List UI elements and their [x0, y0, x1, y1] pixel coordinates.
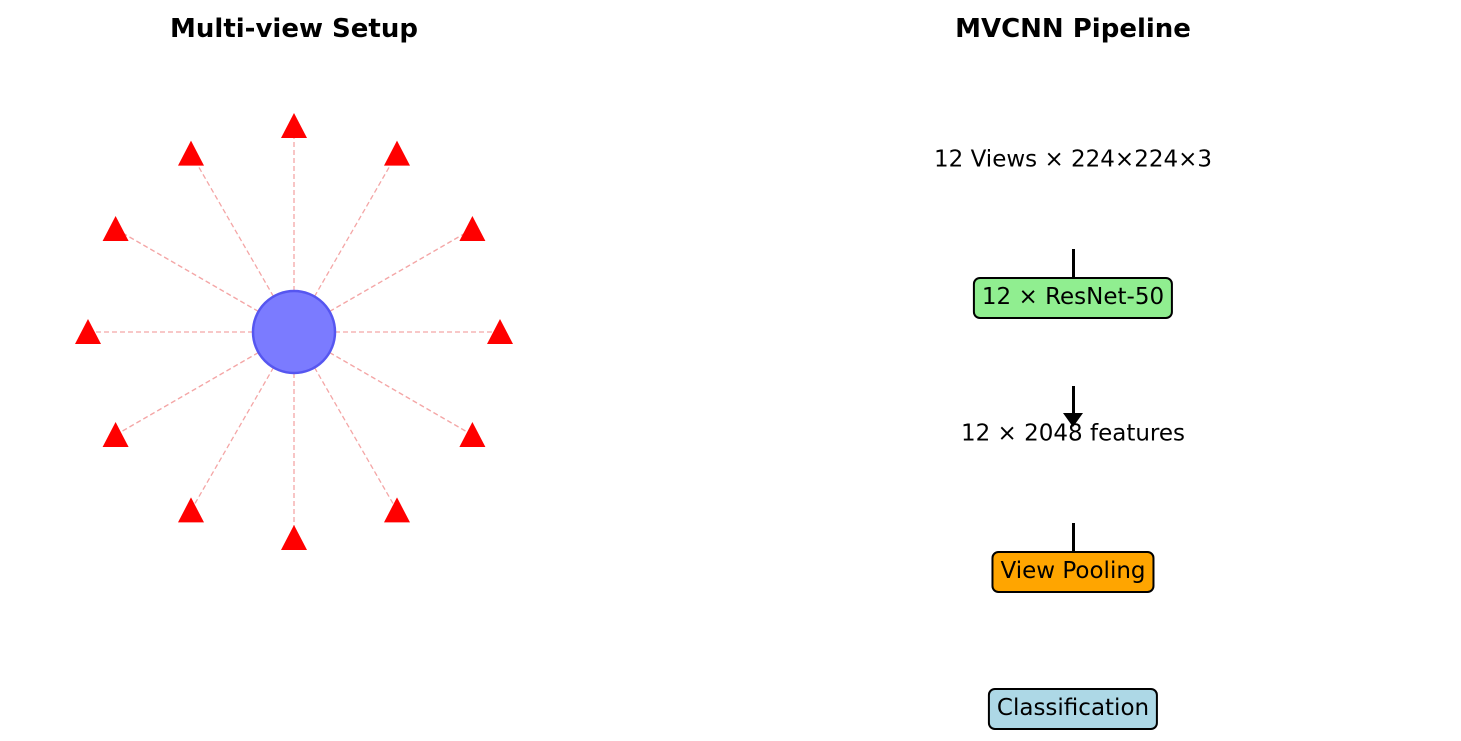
camera-triangle-icon [487, 319, 513, 344]
multiview-setup-title: Multi-view Setup [170, 14, 418, 44]
arrow-down-icon [1063, 386, 1083, 428]
camera-triangle-icon [102, 422, 129, 447]
camera-triangle-icon [178, 497, 204, 523]
arrow-down-icon [1063, 523, 1083, 553]
camera-triangle-icon [102, 216, 129, 241]
camera-triangle-icon [75, 319, 101, 344]
object-sphere [251, 289, 337, 375]
stage-view-pooling-box: View Pooling [991, 551, 1155, 593]
arrow-down-icon [1063, 249, 1083, 279]
stage-input-views: 12 Views × 224×224×3 [933, 146, 1213, 173]
camera-triangle-icon [281, 113, 307, 138]
camera-triangle-icon [281, 525, 307, 550]
camera-triangle-icon [384, 140, 410, 166]
mvcnn-pipeline-title: MVCNN Pipeline [955, 14, 1191, 44]
camera-triangle-icon [384, 497, 410, 523]
stage-resnet-box: 12 × ResNet-50 [972, 277, 1174, 319]
multiview-setup-diagram [75, 113, 513, 550]
camera-triangle-icon [459, 216, 486, 241]
camera-triangle-icon [178, 140, 204, 166]
stage-features: 12 × 2048 features [960, 420, 1186, 447]
stage-classification-box: Classification [987, 688, 1159, 730]
camera-positions [75, 113, 513, 550]
camera-triangle-icon [459, 422, 486, 447]
